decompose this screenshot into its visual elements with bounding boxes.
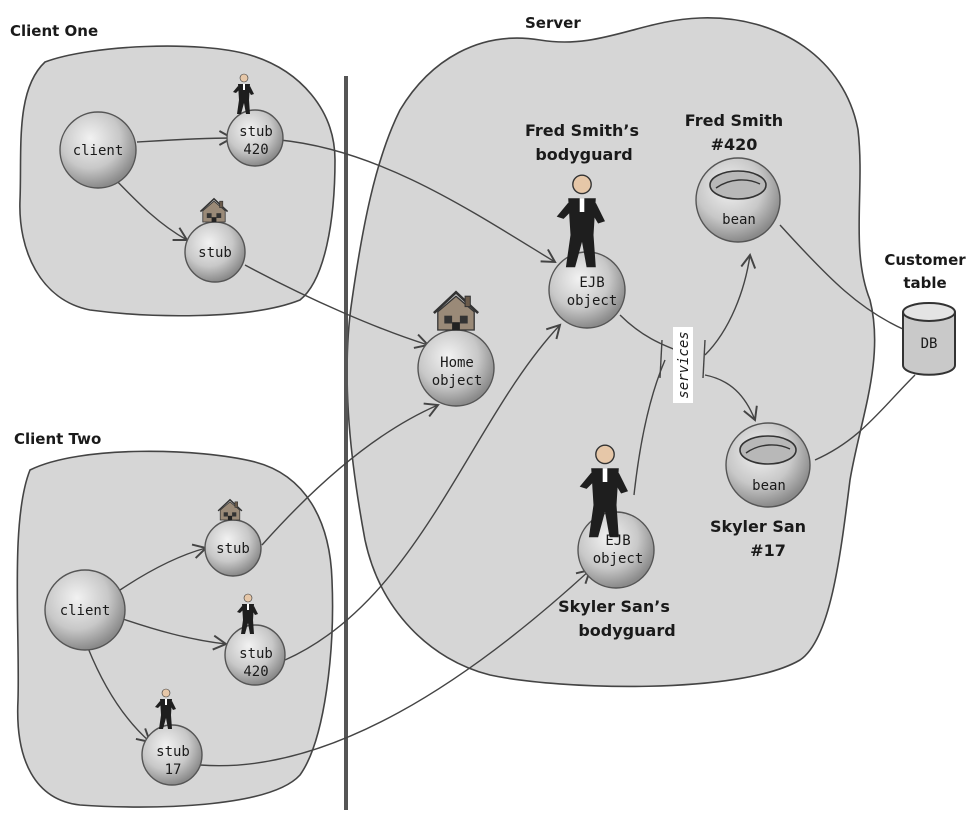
svg-text:services: services (676, 331, 692, 398)
fred-bodyguard-label-line2: bodyguard (535, 145, 632, 164)
fred-ejb-line2: object (567, 293, 618, 309)
edge-homestub-homeobject (244, 264, 430, 349)
fred-bean-label-line2: #420 (711, 135, 758, 154)
client-one-stub420-line2: 420 (243, 142, 268, 158)
client-two-stub17-line1: stub (156, 744, 190, 760)
skyler-bean-label-line1: Skyler San (710, 517, 806, 536)
edge-client2-stub17 (87, 647, 152, 744)
server-title: Server (525, 14, 581, 32)
client-one-title: Client One (10, 22, 98, 40)
client-two-client-node[interactable] (44, 569, 126, 651)
db-text: DB (921, 336, 938, 352)
client-two-stub17-line2: 17 (165, 762, 182, 778)
fred-bean-text: bean (722, 212, 756, 228)
edge-skylerbean-db (814, 374, 916, 461)
client-one-stub420-node[interactable] (226, 109, 284, 167)
skyler-bodyguard-label-line2: bodyguard (578, 621, 675, 640)
client-two-client-label: client (60, 603, 111, 619)
fred-ejb-line1: EJB (579, 275, 604, 291)
db-label-line2: table (903, 274, 946, 292)
edge-fredbean-db (779, 224, 906, 331)
client-two-stub420-line2: 420 (243, 664, 268, 680)
client-two-stub17-node[interactable] (141, 724, 203, 786)
skyler-bean-label-line2: #17 (750, 541, 786, 560)
edge-client2-stub420 (119, 617, 229, 651)
client-one-stub420-line1: stub (239, 124, 273, 140)
database-cylinder-icon (902, 302, 956, 376)
client-two-title: Client Two (14, 430, 101, 448)
edge-stub17-skylerejb (199, 568, 592, 767)
fred-bean-label-line1: Fred Smith (685, 111, 783, 130)
edge-c2stub420-fredejb (284, 323, 562, 661)
skyler-ejb-line1: EJB (605, 533, 630, 549)
edge-services-fredbean (704, 253, 757, 356)
skyler-ejb-line2: object (593, 551, 644, 567)
bean-icon (739, 435, 797, 465)
client-two-home-stub-label: stub (216, 541, 250, 557)
edge-c2stub-homeobject (261, 402, 440, 546)
edge-client1-homestub (111, 175, 189, 241)
client-two-stub420-line1: stub (239, 646, 273, 662)
services-label: services (673, 327, 693, 403)
home-object-line1: Home (440, 355, 474, 371)
skyler-bodyguard-label-line1: Skyler San’s (558, 597, 670, 616)
bean-icon (709, 170, 767, 200)
client-one-region (19, 45, 336, 317)
edge-services-skylerbean (704, 374, 758, 422)
services-tick-2 (702, 339, 706, 379)
home-object-line2: object (432, 373, 483, 389)
edge-client2-homestub (119, 543, 208, 591)
edge-stub420-fredejb (279, 139, 557, 264)
skyler-bean-text: bean (752, 478, 786, 494)
client-one-client-label: client (73, 143, 124, 159)
client-one-home-stub-label: stub (198, 245, 232, 261)
client-two-stub420-node[interactable] (224, 624, 286, 686)
fred-bodyguard-label-line1: Fred Smith’s (525, 121, 639, 140)
services-tick-1 (659, 339, 663, 379)
edge-client1-stub420 (136, 130, 235, 146)
db-label-line1: Customer (884, 251, 966, 269)
client-one-client-node[interactable] (59, 111, 137, 189)
